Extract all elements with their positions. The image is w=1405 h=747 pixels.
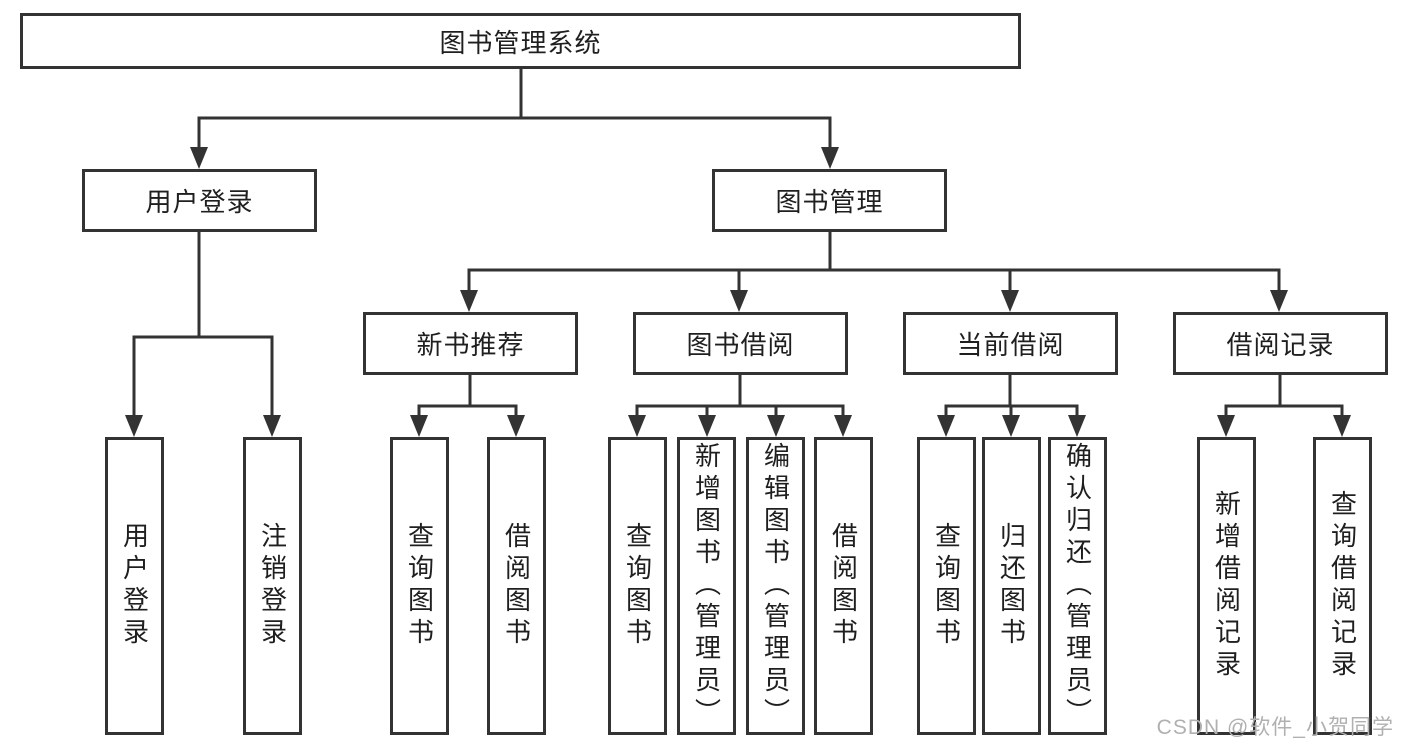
node-label: 图书借阅 [686,330,795,360]
node-label: 查询图书 [622,522,653,650]
node-book-borrowing: 图书借阅 [633,312,848,375]
leaf-user-login: 用户登录 [105,437,164,735]
node-label: 借阅记录 [1226,330,1335,360]
node-label: 查询图书 [404,522,435,650]
arrow-down-icon [821,147,839,169]
connector-user-login-to-leaves [132,232,274,417]
arrow-down-icon [1068,415,1086,437]
leaf-query-books-recommendation: 查询图书 [390,437,449,735]
node-label: 注销登录 [257,522,288,650]
node-label: 编辑图书（管理员） [760,442,791,730]
node-label: 借阅图书 [501,522,532,650]
arrowheads-user-login [125,415,281,437]
connector-new-book-to-leaves [417,375,518,417]
arrow-down-icon [834,415,852,437]
leaf-query-borrowing-record: 查询借阅记录 [1313,437,1372,735]
node-label: 查询借阅记录 [1327,490,1358,682]
connector-book-borrowing-to-leaves [635,375,845,417]
node-label: 借阅图书 [828,522,859,650]
node-current-borrowing: 当前借阅 [903,312,1118,375]
csdn-watermark: CSDN @软件_小贺同学 [1156,716,1394,739]
arrow-down-icon [730,290,748,312]
arrow-down-icon [767,415,785,437]
arrow-down-icon [410,415,428,437]
node-label: 用户登录 [145,187,254,217]
node-book-management: 图书管理 [712,169,947,232]
arrow-down-icon [1217,415,1235,437]
node-label: 当前借阅 [956,330,1065,360]
node-label: 归还图书 [996,522,1027,650]
node-user-login: 用户登录 [82,169,317,232]
leaf-borrow-books: 借阅图书 [814,437,873,735]
arrow-down-icon [1333,415,1351,437]
node-label: 确认归还（管理员） [1062,442,1093,730]
node-label: 新增借阅记录 [1211,490,1242,682]
arrow-down-icon [507,415,525,437]
leaf-query-books-borrowing: 查询图书 [608,437,667,735]
arrowheads-level3 [460,290,1288,312]
arrowheads-book-borrowing [628,415,852,437]
arrow-down-icon [1001,290,1019,312]
arrow-down-icon [698,415,716,437]
leaf-add-books-admin: 新增图书（管理员） [677,437,736,735]
node-new-book-recommendation: 新书推荐 [363,312,578,375]
arrow-down-icon [1002,415,1020,437]
node-library-management-system: 图书管理系统 [20,13,1021,69]
connector-book-management-to-level3 [467,232,1281,292]
connector-borrowing-records-to-leaves [1224,375,1344,417]
arrow-down-icon [1270,290,1288,312]
leaf-logout: 注销登录 [243,437,302,735]
leaf-confirm-return-admin: 确认归还（管理员） [1048,437,1107,735]
arrow-down-icon [460,290,478,312]
connector-current-borrowing-to-leaves [944,375,1079,417]
leaf-add-borrowing-record: 新增借阅记录 [1197,437,1256,735]
leaf-query-books-current: 查询图书 [917,437,976,735]
node-label: 图书管理系统 [439,27,602,58]
arrow-down-icon [125,415,143,437]
arrowheads-level2 [190,147,839,169]
node-label: 新增图书（管理员） [691,442,722,730]
connector-root-to-level2 [197,68,832,149]
node-borrowing-records: 借阅记录 [1173,312,1388,375]
arrow-down-icon [190,147,208,169]
node-label: 图书管理 [775,187,884,217]
leaf-return-books: 归还图书 [982,437,1041,735]
arrow-down-icon [263,415,281,437]
leaf-edit-books-admin: 编辑图书（管理员） [746,437,805,735]
arrowheads-new-book [410,415,525,437]
arrow-down-icon [937,415,955,437]
node-label: 新书推荐 [416,330,525,360]
arrow-down-icon [628,415,646,437]
arrowheads-current-borrowing [937,415,1086,437]
node-label: 查询图书 [931,522,962,650]
leaf-borrow-books-recommendation: 借阅图书 [487,437,546,735]
arrowheads-borrowing-records [1217,415,1351,437]
node-label: 用户登录 [119,522,150,650]
